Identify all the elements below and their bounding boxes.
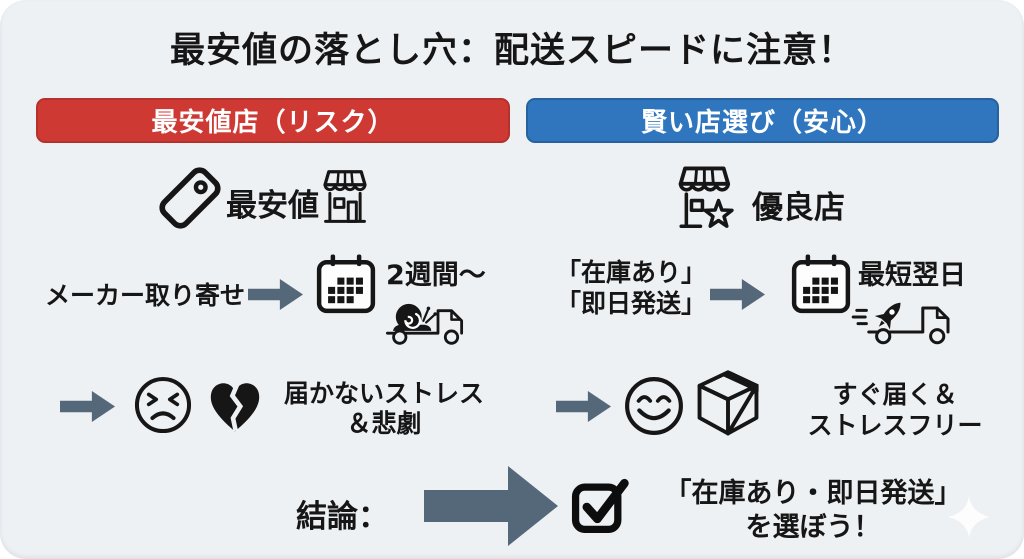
- safe-result-label: すぐ届く＆ ストレスフリー: [807, 380, 983, 440]
- risk-source-label: メーカー取り寄せ: [45, 281, 246, 310]
- conclusion-label: 結論：: [296, 499, 389, 535]
- risk-column-header: 最安値店（リスク）: [36, 98, 510, 143]
- storefront-star-icon: [672, 162, 738, 234]
- safe-duration-label: 最短翌日: [858, 260, 966, 291]
- package-box-icon: [692, 368, 764, 442]
- storefront-icon: [318, 164, 372, 227]
- price-label: 最安値: [226, 188, 319, 224]
- sparkle-icon: [946, 494, 992, 540]
- arrow-right-icon: [60, 390, 116, 423]
- arrow-right-icon: [556, 390, 612, 423]
- page-title: 最安値の落とし穴：配送スピードに注意！: [169, 31, 854, 71]
- conclusion-text: 「在庫あり・即日発送」 を選ぼう！: [664, 478, 962, 543]
- checkbox-checked-icon: [566, 472, 634, 538]
- price-tag-icon: [150, 158, 230, 238]
- risk-duration-label: 2週間〜: [386, 260, 486, 291]
- broken-heart-icon: [202, 372, 268, 438]
- arrow-right-icon: [248, 278, 304, 311]
- safe-source-label: 「在庫あり」 「即日発送」: [556, 258, 707, 318]
- arrow-right-icon: [710, 278, 766, 311]
- store-label: 優良店: [752, 190, 845, 226]
- rocket-truck-icon: [850, 290, 962, 347]
- risk-result-label: 届かないストレス ＆悲劇: [283, 379, 484, 438]
- calendar-icon: [314, 251, 378, 317]
- smiley-face-icon: [622, 374, 686, 438]
- safe-column-header: 賢い店選び（安心）: [526, 98, 999, 143]
- snail-truck-icon: [384, 292, 474, 349]
- frustrated-face-icon: [132, 374, 194, 436]
- big-arrow-right-icon: [424, 464, 560, 548]
- calendar-icon: [789, 251, 853, 317]
